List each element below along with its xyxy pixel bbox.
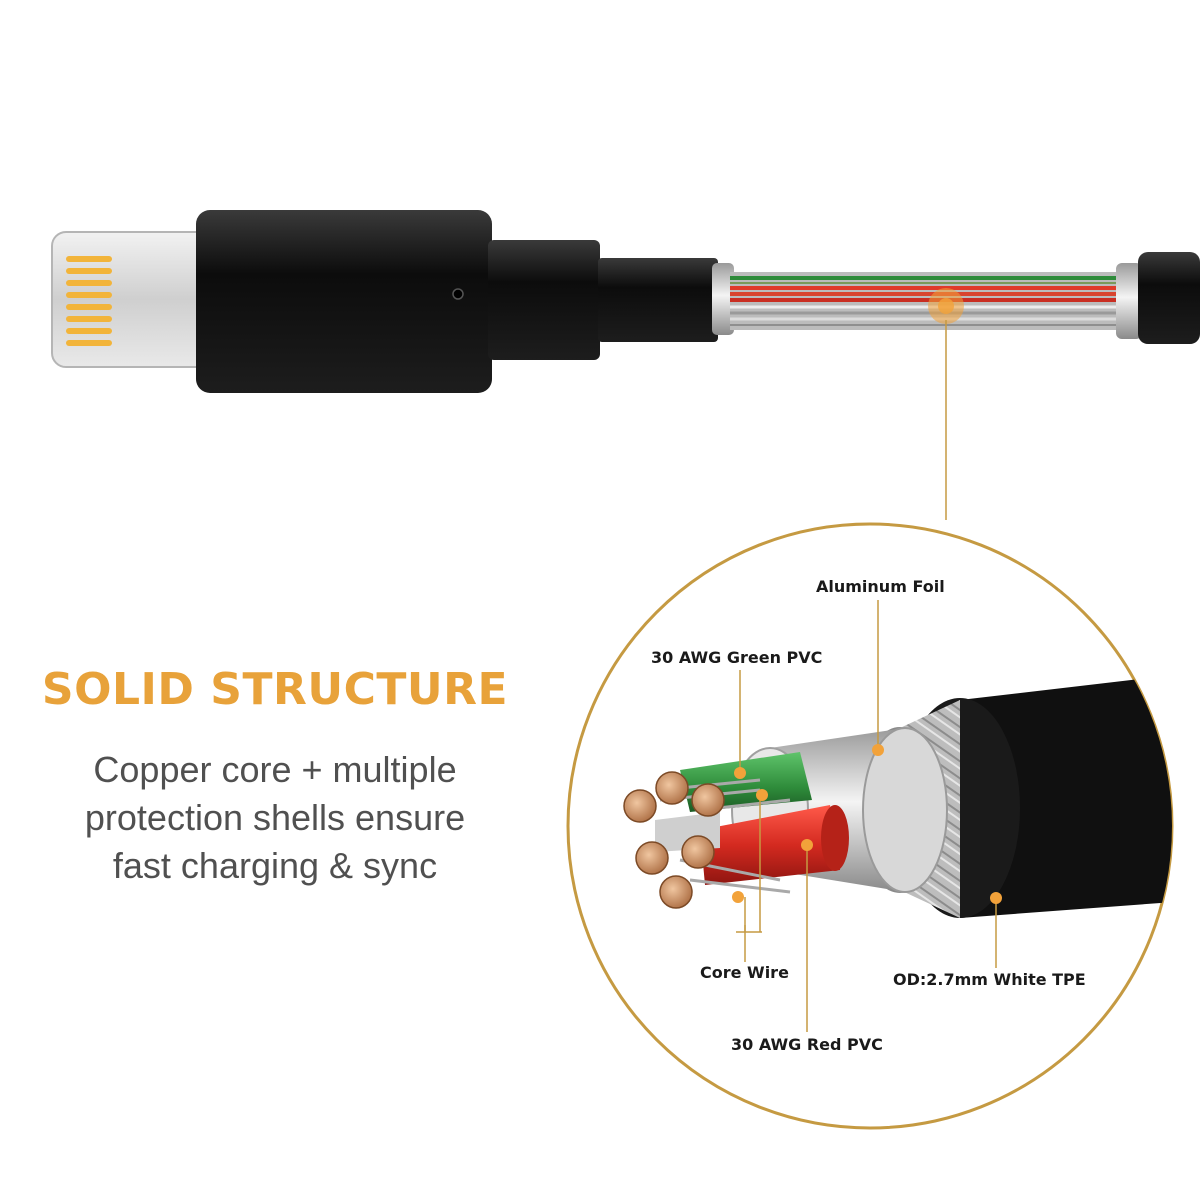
wire-cross-section-icon	[623, 672, 1172, 918]
cable-cutaway-icon	[712, 252, 1200, 344]
callout-tpe-jacket: OD:2.7mm White TPE	[893, 970, 1086, 989]
description-line: protection shells ensure	[84, 797, 466, 838]
lightning-connector-icon	[51, 210, 718, 393]
description: Copper core + multiple protection shells…	[20, 746, 530, 890]
callout-leaders	[736, 600, 997, 1032]
magnified-view	[566, 522, 1174, 1130]
description-line: Copper core + multiple	[93, 749, 457, 790]
zoom-leader	[928, 288, 964, 520]
callout-green-pvc: 30 AWG Green PVC	[651, 648, 823, 667]
copper-strands	[623, 771, 725, 909]
callout-aluminum-foil: Aluminum Foil	[816, 577, 945, 596]
connector-pins	[66, 256, 112, 346]
callout-dots	[732, 744, 1002, 904]
description-line: fast charging & sync	[112, 845, 438, 886]
callout-core-wire: Core Wire	[700, 963, 789, 982]
callout-red-pvc: 30 AWG Red PVC	[731, 1035, 883, 1054]
headline: SOLID STRUCTURE	[41, 664, 509, 715]
